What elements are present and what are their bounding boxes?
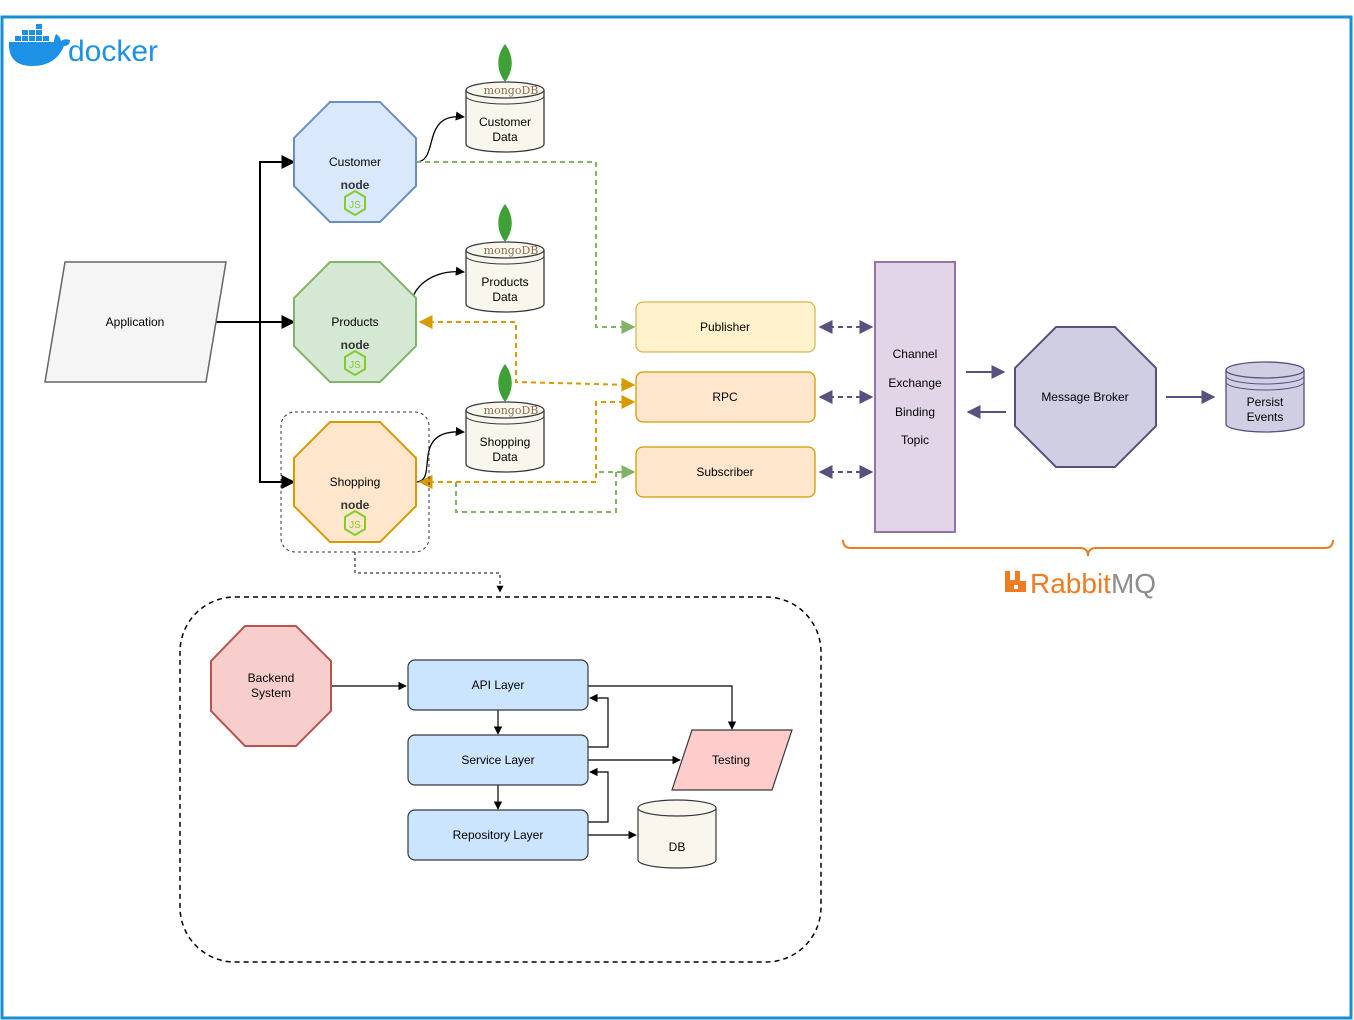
rabbitmq-icon xyxy=(1005,571,1026,592)
mongodb-leaf-icon xyxy=(498,44,512,82)
svg-text:Subscriber: Subscriber xyxy=(696,465,753,479)
shopping-service[interactable]: Shopping node JS xyxy=(293,421,417,543)
broker-links xyxy=(966,365,1216,419)
svg-text:Data: Data xyxy=(492,450,518,464)
message-broker[interactable]: Message Broker xyxy=(1014,326,1157,468)
channel-column[interactable]: Channel Exchange Binding Topic xyxy=(874,261,956,533)
rpc-box[interactable]: RPC xyxy=(635,371,816,423)
shopping-focus-frame xyxy=(280,411,430,553)
svg-text:Data: Data xyxy=(492,130,518,144)
app-connectors xyxy=(216,155,296,489)
svg-text:Testing: Testing xyxy=(712,753,750,767)
svg-text:API Layer: API Layer xyxy=(472,678,525,692)
subscriber-box[interactable]: Subscriber xyxy=(635,446,816,498)
svg-text:Topic: Topic xyxy=(901,433,929,447)
svg-text:DB: DB xyxy=(669,840,686,854)
nodejs-icon: node JS xyxy=(341,338,370,376)
mongodb-leaf-icon xyxy=(498,364,512,402)
svg-text:System: System xyxy=(251,686,291,700)
db-connectors xyxy=(410,111,465,483)
persist-events-db[interactable]: Persist Events xyxy=(1225,361,1305,433)
svg-text:node: node xyxy=(341,338,370,352)
svg-text:JS: JS xyxy=(349,200,361,211)
customer-label: Customer xyxy=(329,155,381,169)
testing-node[interactable]: Testing xyxy=(671,729,793,791)
svg-text:Customer: Customer xyxy=(479,115,531,129)
nodejs-icon: node JS xyxy=(341,498,370,536)
svg-text:Message Broker: Message Broker xyxy=(1041,390,1128,404)
shopping-label: Shopping xyxy=(330,475,381,489)
customer-db[interactable]: mongoDB Customer Data xyxy=(465,44,545,153)
repository-layer-box[interactable]: Repository Layer xyxy=(407,809,589,861)
svg-text:Publisher: Publisher xyxy=(700,320,750,334)
svg-text:Backend: Backend xyxy=(248,671,295,685)
docker-wordmark: docker xyxy=(68,35,158,68)
shopping-internals-container xyxy=(179,596,822,963)
products-label: Products xyxy=(331,315,378,329)
svg-text:Service Layer: Service Layer xyxy=(461,753,534,767)
api-layer-box[interactable]: API Layer xyxy=(407,659,589,711)
shopping-db[interactable]: mongoDB Shopping Data xyxy=(465,364,545,473)
svg-text:Data: Data xyxy=(492,290,518,304)
application-node[interactable]: Application xyxy=(44,261,227,383)
svg-text:Products: Products xyxy=(481,275,528,289)
application-label: Application xyxy=(106,315,165,329)
svg-text:JS: JS xyxy=(349,520,361,531)
svg-text:node: node xyxy=(341,498,370,512)
svg-text:Exchange: Exchange xyxy=(888,376,942,390)
channel-links xyxy=(818,320,874,479)
backend-system[interactable]: Backend System xyxy=(210,625,332,747)
svg-text:Channel: Channel xyxy=(893,347,938,361)
svg-text:Binding: Binding xyxy=(895,405,935,419)
svg-text:JS: JS xyxy=(349,360,361,371)
service-layer-box[interactable]: Service Layer xyxy=(407,734,589,786)
mongodb-leaf-icon xyxy=(498,204,512,242)
products-service[interactable]: Products node JS xyxy=(293,261,417,383)
products-rpc-link xyxy=(418,315,636,392)
shopping-rpc-link xyxy=(418,395,636,489)
docker-whale-icon xyxy=(9,24,70,66)
shopping-subscriber-loop xyxy=(455,472,617,513)
mongodb-logo-text: mongoDB xyxy=(484,84,539,97)
rabbitmq-logo: RabbitMQ xyxy=(1005,568,1156,599)
rabbitmq-brace xyxy=(842,539,1334,557)
shopping-subscriber-link xyxy=(418,465,636,489)
nodejs-icon: node JS xyxy=(341,178,370,216)
products-db[interactable]: mongoDB Products Data xyxy=(465,204,545,313)
svg-text:RabbitMQ: RabbitMQ xyxy=(1030,568,1156,599)
svg-text:Repository Layer: Repository Layer xyxy=(453,828,544,842)
mongodb-logo-text: mongoDB xyxy=(484,244,539,257)
svg-text:Persist: Persist xyxy=(1247,395,1284,409)
publisher-box[interactable]: Publisher xyxy=(635,301,816,353)
svg-text:node: node xyxy=(341,178,370,192)
detail-zoom-link xyxy=(354,552,504,593)
outer-frame xyxy=(0,15,1353,1020)
svg-text:RPC: RPC xyxy=(712,390,738,404)
customer-service[interactable]: Customer node JS xyxy=(293,101,417,223)
svg-text:Events: Events xyxy=(1247,410,1284,424)
docker-logo: docker xyxy=(9,24,158,68)
svg-text:Shopping: Shopping xyxy=(480,435,531,449)
db-cylinder[interactable]: DB xyxy=(637,799,717,869)
internal-connectors xyxy=(331,681,737,840)
mongodb-logo-text: mongoDB xyxy=(484,404,539,417)
